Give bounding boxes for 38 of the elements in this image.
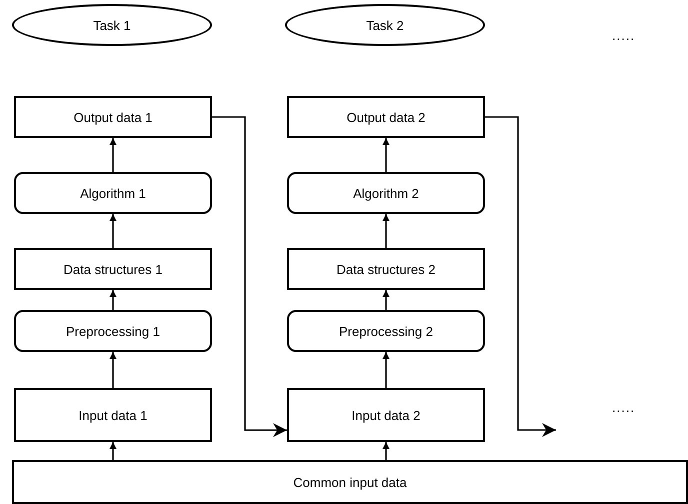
arrow [110, 442, 116, 460]
node-label: Algorithm 2 [353, 186, 419, 200]
node-label: Data structures 1 [64, 262, 162, 276]
arrow [382, 442, 390, 460]
node-label: Input data 1 [78, 408, 148, 422]
node-label: Task 1 [93, 18, 131, 32]
arrow [110, 290, 116, 310]
arrow [382, 138, 390, 172]
process-box [287, 388, 485, 442]
process-box [14, 248, 212, 290]
arrow [382, 290, 390, 310]
process-box [287, 248, 485, 290]
arrow [212, 116, 287, 438]
rounded-process-box [14, 310, 212, 352]
arrow [110, 138, 116, 172]
node-label: Task 2 [366, 18, 404, 32]
arrow [382, 352, 390, 388]
arrow [382, 214, 390, 248]
ellipsis-text: ..... [612, 28, 636, 43]
node-label: Algorithm 1 [80, 186, 146, 200]
node-label: Input data 2 [352, 408, 420, 422]
node-label: Output data 1 [74, 110, 152, 124]
rounded-process-box [287, 172, 485, 214]
node-label: Data structures 2 [336, 262, 436, 276]
process-box [14, 96, 212, 138]
arrow [485, 116, 556, 437]
node-label: Common input data [293, 474, 407, 490]
node-label: Output data 2 [346, 110, 426, 124]
process-box [14, 388, 212, 442]
node-label: Preprocessing 1 [66, 324, 160, 338]
ellipsis-text: ..... [612, 400, 636, 415]
rounded-process-box [287, 310, 485, 352]
arrow [110, 214, 116, 248]
arrow [110, 352, 116, 388]
process-box [12, 460, 688, 504]
process-box [287, 96, 485, 138]
rounded-process-box [14, 172, 212, 214]
node-label: Preprocessing 2 [339, 324, 433, 338]
